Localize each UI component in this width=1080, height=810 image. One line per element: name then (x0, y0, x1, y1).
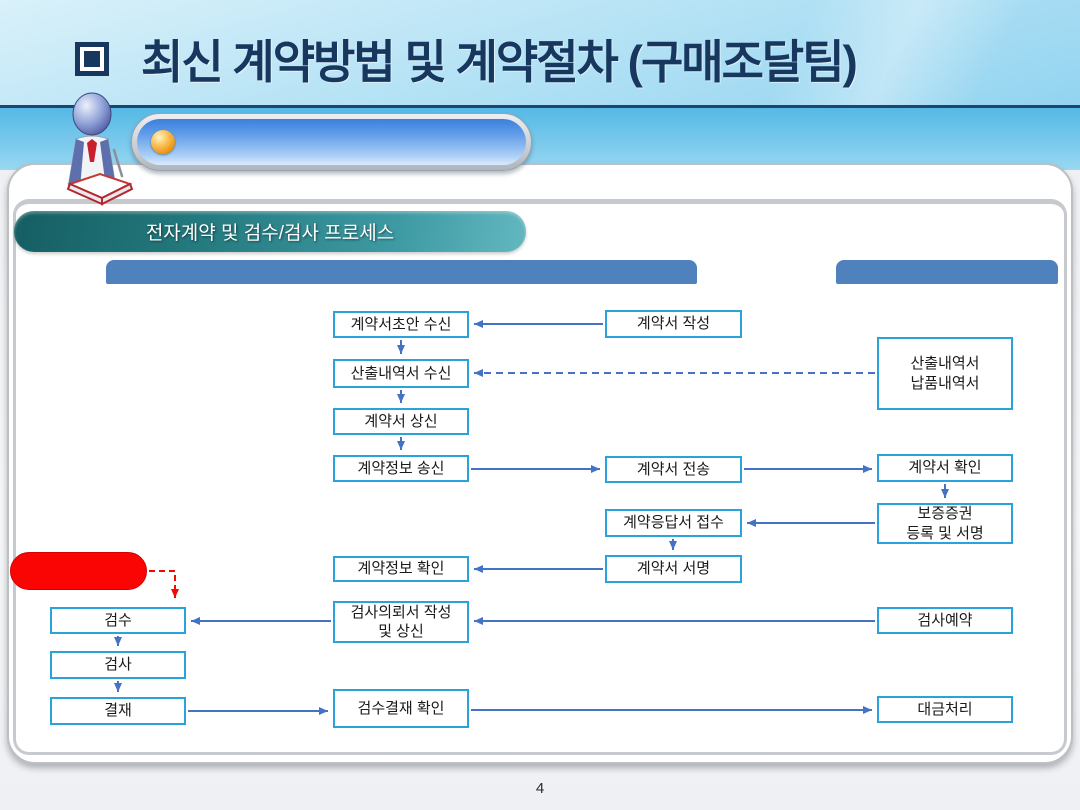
title-bullet-icon (75, 42, 109, 76)
flow-node-label: 계약서 확인 (908, 459, 982, 477)
process-header-bar: 전자계약 및 검수/검사 프로세스 (14, 211, 526, 252)
flow-node-inspection-reserved: 검사예약 (877, 607, 1013, 634)
flow-node-contract-submitted: 계약서 상신 (333, 408, 469, 435)
flow-node-inspection: 검사 (50, 651, 186, 679)
flow-node-contract-signed: 계약서 서명 (605, 555, 742, 583)
flow-node-contract-transferred: 계약서 전송 (605, 456, 742, 483)
flow-node-label: 계약정보 송신 (357, 459, 445, 477)
process-header-label: 전자계약 및 검수/검사 프로세스 (145, 223, 395, 244)
flow-node-label: 검수 (104, 611, 132, 629)
flow-node-cost-delivery-statements: 산출내역서 납품내역서 (877, 337, 1013, 410)
flow-node-label: 산출내역서 수신 (350, 364, 452, 382)
header-divider-line (0, 105, 1080, 108)
flow-node-label: 검사의뢰서 작성 및 상신 (350, 603, 452, 641)
flow-node-contract-draft-received: 계약서초안 수신 (333, 311, 469, 338)
flow-node-label: 검수결재 확인 (357, 699, 445, 717)
slide-title-row: 최신 계약방법 및 계약절차 (구매조달팀) (75, 26, 858, 92)
section-header-pill (131, 113, 532, 171)
flow-node-contract-written: 계약서 작성 (605, 310, 742, 338)
flow-node-contract-info-confirmed: 계약정보 확인 (333, 556, 469, 582)
flow-node-contract-confirmed: 계약서 확인 (877, 454, 1013, 482)
flow-node-approval: 결재 (50, 697, 186, 725)
flow-node-label: 검사예약 (917, 611, 973, 629)
flow-node-contract-info-sent: 계약정보 송신 (333, 455, 469, 482)
flow-node-guarantee-registered-signed: 보증증권 등록 및 서명 (877, 503, 1013, 544)
flow-node-label: 보증증권 등록 및 서명 (906, 505, 984, 542)
pill-bullet-icon (151, 130, 175, 154)
flow-node-label: 계약정보 확인 (357, 560, 445, 578)
flow-node-label: 산출내역서 납품내역서 (910, 355, 980, 392)
flow-node-label: 계약서 서명 (636, 560, 711, 578)
flow-node-label: 검사 (104, 656, 132, 674)
flow-node-label: 계약응답서 접수 (623, 514, 724, 532)
flow-node-label: 계약서 작성 (636, 315, 711, 333)
column-bar-right (836, 260, 1058, 284)
slide-title: 최신 계약방법 및 계약절차 (구매조달팀) (141, 36, 858, 88)
page-number: 4 (535, 780, 545, 797)
flow-node-inspection-approval-confirmed: 검수결재 확인 (333, 689, 469, 728)
flow-node-cost-statement-received: 산출내역서 수신 (333, 359, 469, 388)
flow-node-payment-processed: 대금처리 (877, 696, 1013, 723)
flow-node-label: 결재 (104, 702, 132, 720)
flow-node-label: 대금처리 (917, 700, 973, 718)
flow-node-goods-receipt: 검수 (50, 607, 186, 634)
flow-node-contract-response-received: 계약응답서 접수 (605, 509, 742, 537)
section-header-pill-body (137, 119, 526, 165)
column-bar-left (106, 260, 697, 284)
flow-node-label: 계약서 전송 (636, 460, 711, 478)
alert-callout (10, 552, 147, 590)
flow-node-inspection-request-drafted: 검사의뢰서 작성 및 상신 (333, 601, 469, 643)
presenter-clipart-icon (66, 92, 134, 206)
flow-node-label: 계약서 상신 (364, 412, 438, 430)
flow-node-label: 계약서초안 수신 (350, 315, 452, 333)
header-background (0, 0, 1080, 105)
